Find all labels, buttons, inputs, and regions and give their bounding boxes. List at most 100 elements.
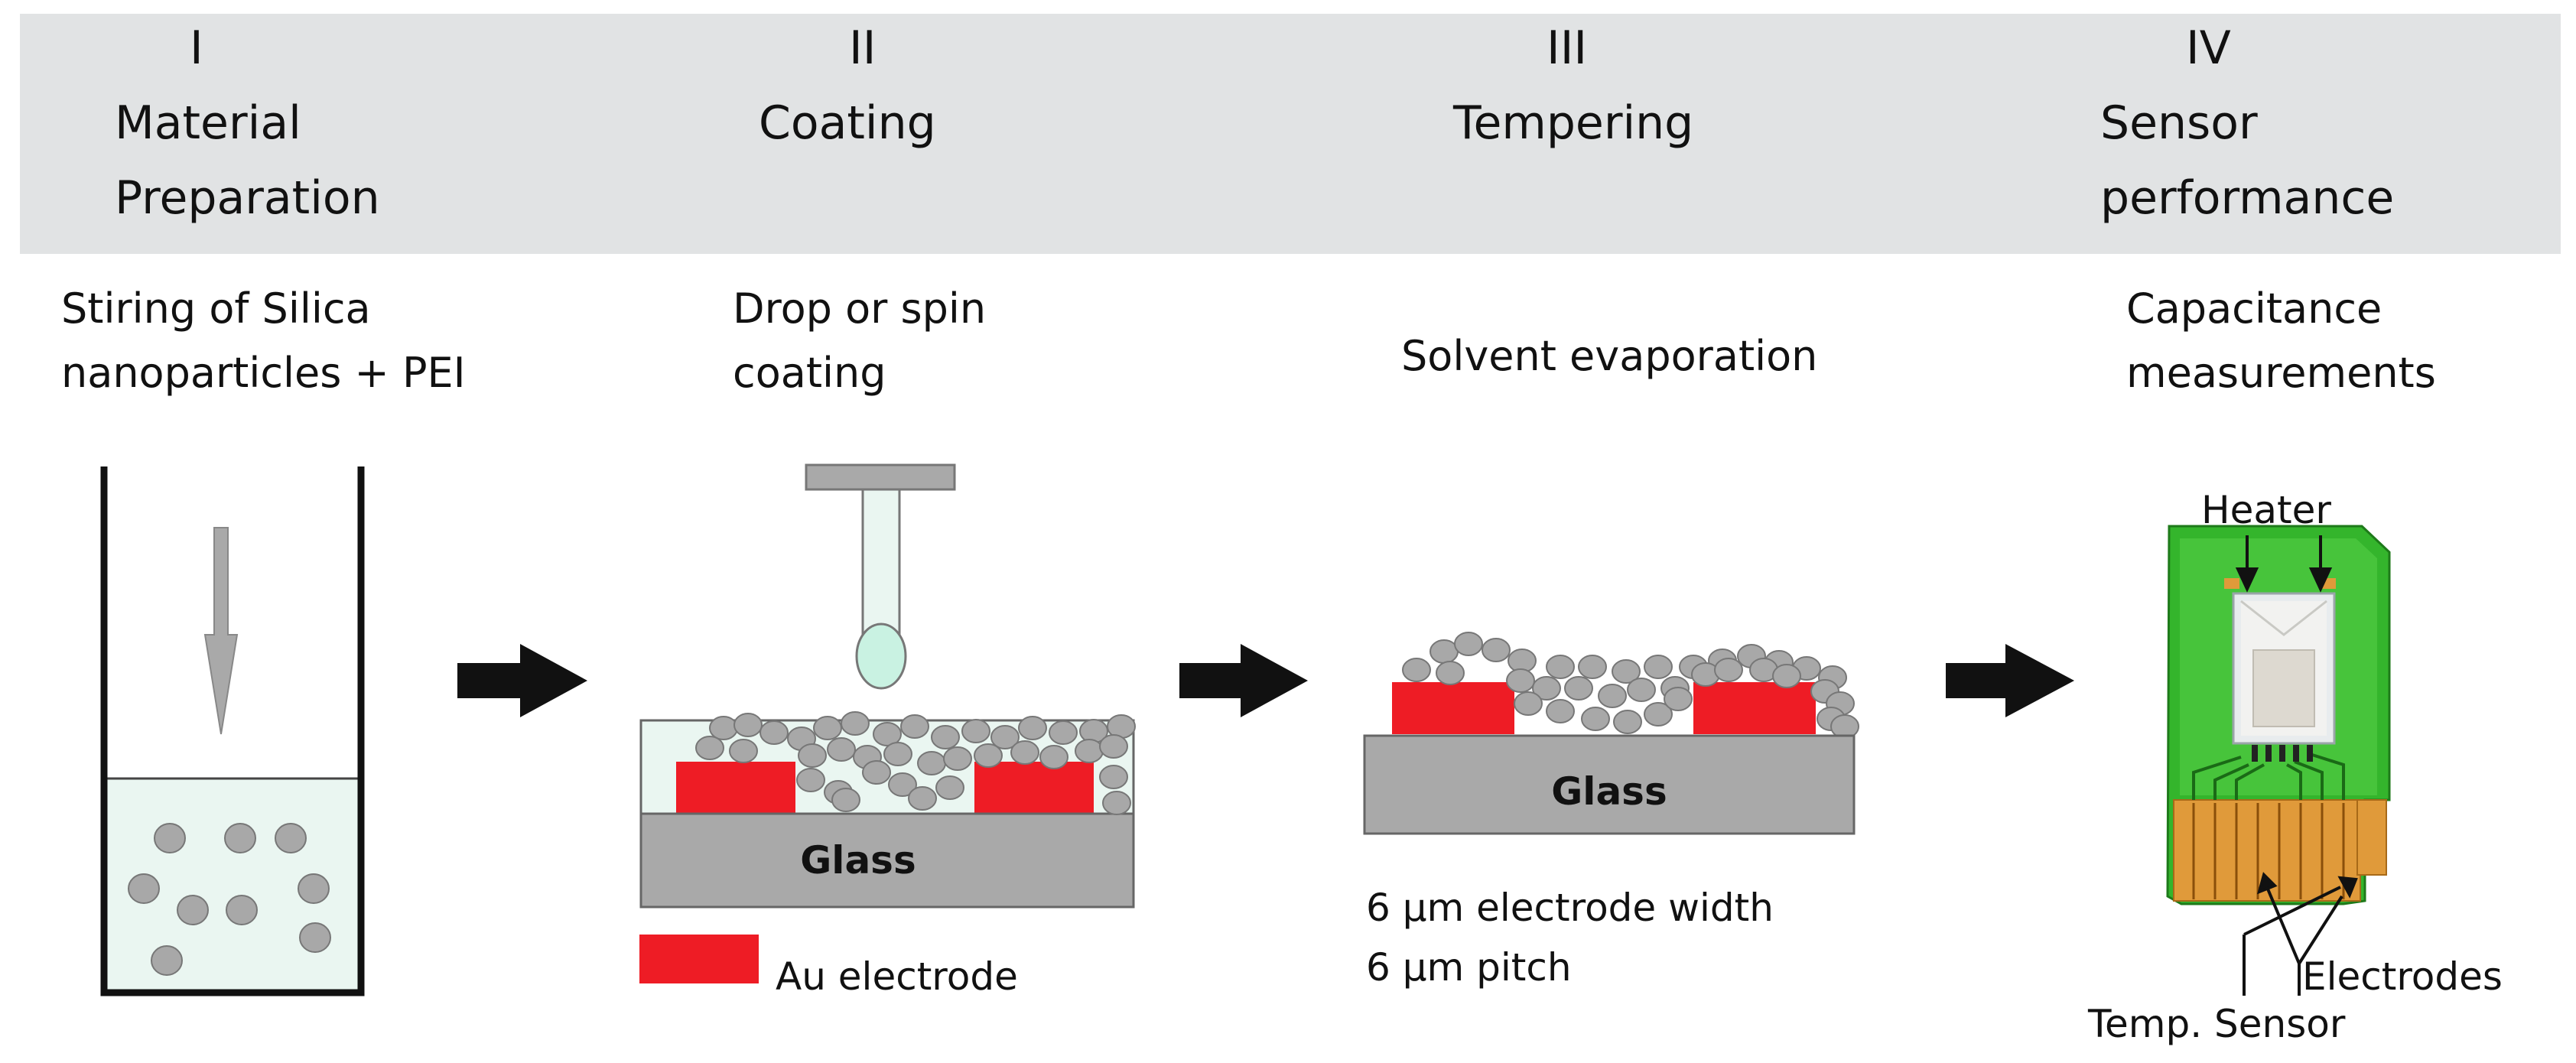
- nanoparticle: [1598, 684, 1627, 708]
- nanoparticle: [1018, 716, 1047, 740]
- nanoparticle: [1099, 734, 1128, 759]
- tempering-specs: 6 µm electrode width 6 µm pitch: [1366, 878, 1774, 997]
- step-3-header: III Tempering: [1453, 11, 1693, 161]
- nanoparticle: [695, 736, 724, 760]
- nanoparticle: [154, 823, 186, 853]
- nanoparticle: [796, 768, 825, 792]
- tempering-glass-label: Glass: [1551, 769, 1667, 814]
- nanoparticle: [226, 895, 258, 925]
- nanoparticle: [709, 716, 738, 740]
- beaker-icon: [100, 466, 365, 996]
- nanoparticle: [935, 775, 964, 800]
- step-4-description-line-2: measurements: [2126, 349, 2436, 397]
- tempering-particles: [1402, 632, 1859, 739]
- nanoparticle: [1644, 655, 1673, 679]
- nanoparticle: [883, 742, 912, 766]
- nanoparticle: [943, 746, 972, 771]
- nanoparticle: [900, 714, 929, 739]
- nanoparticle: [908, 786, 937, 811]
- nanoparticle: [974, 743, 1003, 768]
- step-1-header: I Material Preparation: [115, 11, 380, 236]
- nanoparticle: [729, 739, 758, 763]
- header-band: [20, 14, 2561, 254]
- step-1-description-line-2: nanoparticles + PEI: [61, 349, 466, 397]
- pipette-icon: [805, 463, 956, 636]
- coating-glass-label: Glass: [800, 838, 916, 883]
- step-1-numeral: I: [190, 21, 203, 75]
- step-1-title-line-1: Material: [115, 96, 301, 150]
- step-3-description-line-1: Solvent evaporation: [1401, 332, 1818, 380]
- electrodes-label: Electrodes: [2302, 954, 2503, 999]
- nanoparticle: [961, 719, 990, 743]
- coating-electrode-left: [676, 762, 795, 814]
- nanoparticle: [1514, 691, 1543, 716]
- nanoparticle: [831, 788, 860, 812]
- droplet-icon: [855, 623, 907, 690]
- nanoparticle: [177, 895, 209, 925]
- nanoparticle: [1102, 791, 1131, 815]
- nanoparticle: [862, 760, 891, 785]
- nanoparticle: [931, 725, 960, 749]
- electrode-legend-label: Au electrode: [776, 954, 1018, 999]
- tempering-glass-substrate: [1363, 734, 1856, 835]
- nanoparticle: [275, 823, 307, 853]
- right-arrow-icon: [1946, 644, 2074, 717]
- nanoparticle: [128, 873, 160, 904]
- nanoparticle: [1010, 740, 1039, 765]
- step-2-header: II Coating: [759, 11, 936, 161]
- nanoparticle: [917, 751, 946, 775]
- sensor-chip: [2166, 525, 2391, 905]
- nanoparticle: [1039, 745, 1068, 769]
- step-3-numeral: III: [1547, 21, 1588, 75]
- step-4-numeral: IV: [2186, 21, 2231, 75]
- nanoparticle: [224, 823, 256, 853]
- step-2-title-line-1: Coating: [759, 96, 936, 150]
- step-2-description-line-2: coating: [733, 349, 886, 397]
- nanoparticle: [1099, 765, 1128, 789]
- nanoparticle: [299, 922, 331, 953]
- nanoparticle: [1049, 720, 1078, 745]
- nanoparticle: [1506, 668, 1535, 693]
- electrode-width-spec: 6 µm electrode width: [1366, 886, 1774, 930]
- right-arrow-icon: [1179, 644, 1308, 717]
- coating-particles: [695, 711, 1136, 815]
- coating-glass-substrate: [639, 812, 1135, 909]
- step-4-title-line-1: Sensor: [2100, 96, 2258, 150]
- tempering-electrode-right: [1693, 682, 1816, 734]
- step-4-title-line-2: performance: [2100, 171, 2395, 225]
- nanoparticle: [1546, 699, 1575, 723]
- nanoparticle: [1714, 658, 1743, 682]
- step-1-description-line-1: Stiring of Silica: [61, 284, 371, 333]
- nanoparticle: [1532, 676, 1561, 701]
- nanoparticle: [1075, 739, 1104, 763]
- nanoparticle: [888, 772, 917, 797]
- nanoparticle: [298, 873, 330, 904]
- pitch-spec: 6 µm pitch: [1366, 945, 1572, 990]
- step-4-header: IV Sensor performance: [2100, 11, 2394, 236]
- down-arrow-icon: [203, 527, 239, 735]
- beaker-particles: [128, 823, 331, 976]
- nanoparticle: [1644, 702, 1673, 727]
- nanoparticle: [1612, 659, 1641, 684]
- heater-label: Heater: [2201, 488, 2331, 532]
- right-arrow-icon: [457, 644, 587, 717]
- step-4-description-line-1: Capacitance: [2126, 284, 2382, 333]
- nanoparticle: [813, 716, 842, 740]
- tempering-electrode-left: [1392, 682, 1514, 734]
- nanoparticle: [1627, 678, 1656, 702]
- nanoparticle: [1664, 687, 1693, 711]
- nanoparticle: [990, 725, 1020, 749]
- temp-sensor-label: Temp. Sensor: [2088, 1002, 2346, 1046]
- nanoparticle: [1454, 632, 1483, 656]
- nanoparticle: [827, 737, 856, 762]
- nanoparticle: [1429, 639, 1459, 664]
- sensor-annotation-lines: [2235, 535, 2358, 996]
- nanoparticle: [1564, 676, 1593, 701]
- step-1-title-line-2: Preparation: [115, 171, 380, 225]
- step-4-description: Capacitance measurements: [2126, 277, 2436, 405]
- step-2-numeral: II: [849, 21, 877, 75]
- nanoparticle: [798, 743, 827, 768]
- step-3-description: Solvent evaporation: [1401, 324, 1817, 388]
- nanoparticle: [841, 711, 870, 736]
